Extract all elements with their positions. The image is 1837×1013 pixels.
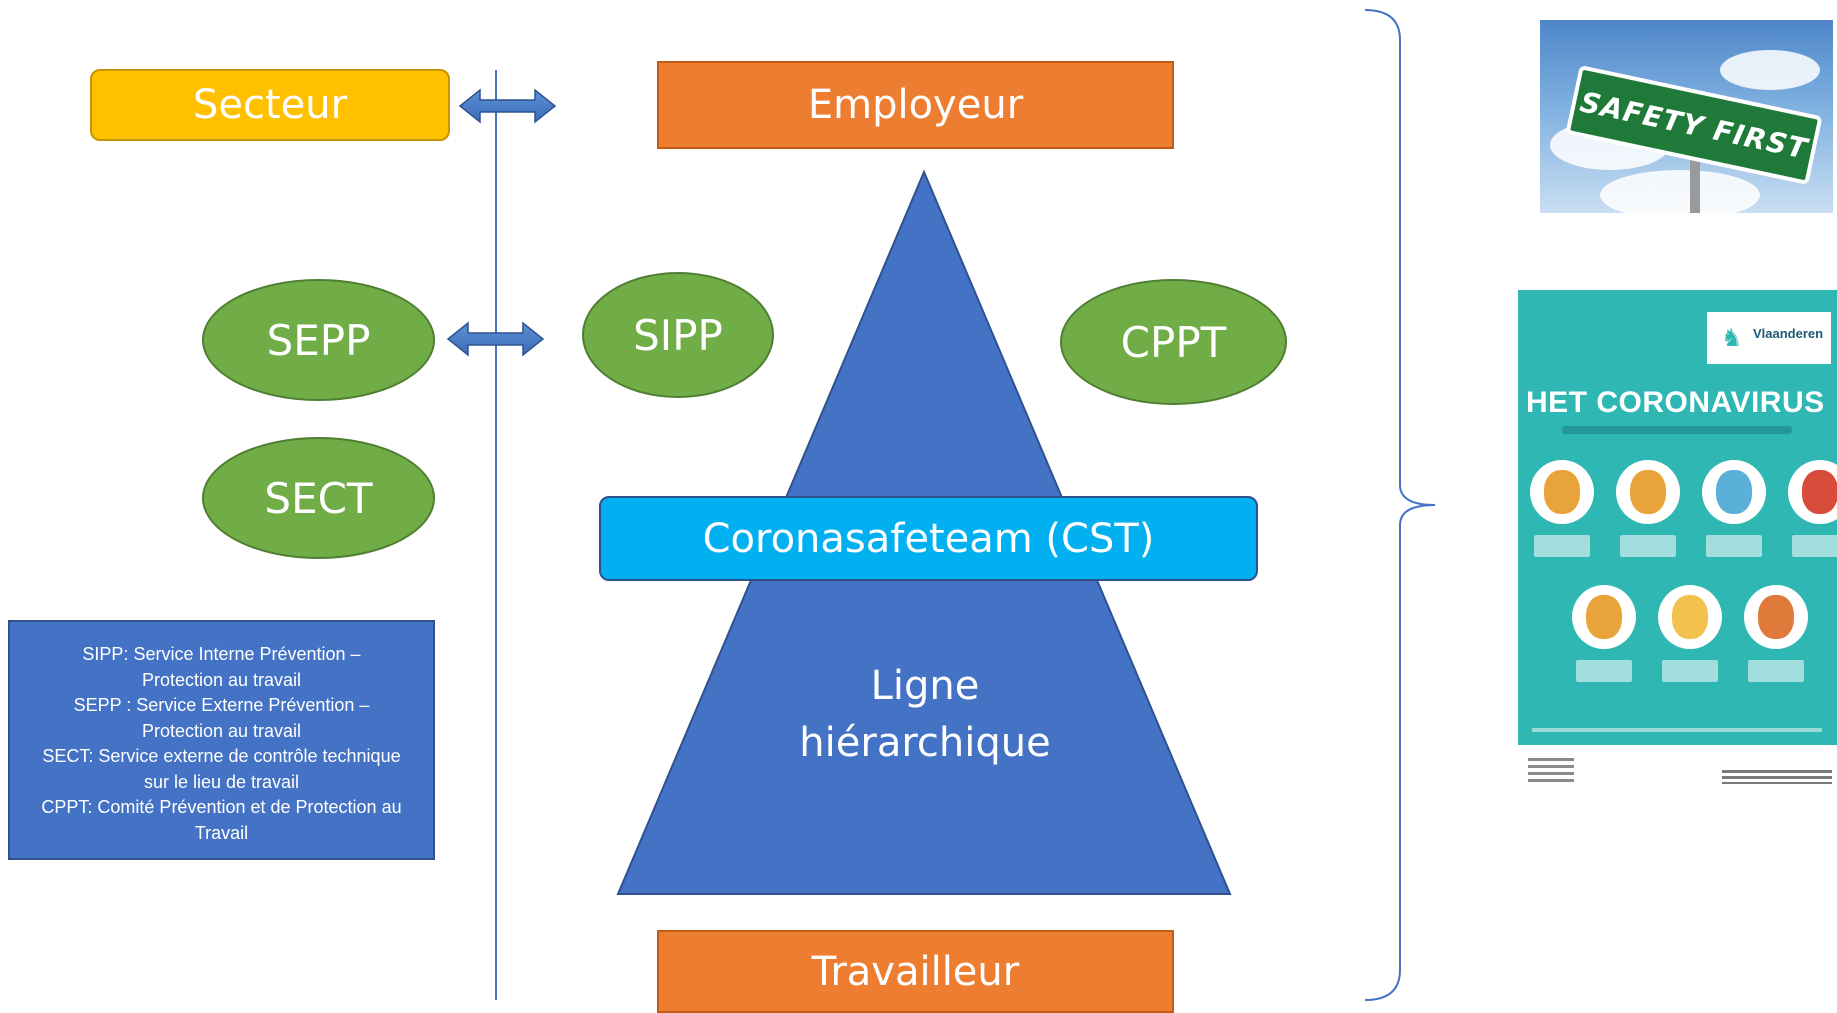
- double-arrow-secteur-employeur: [458, 88, 557, 124]
- poster-title: HET CORONAVIRUS: [1526, 386, 1825, 419]
- sepp-ellipse: SEPP: [202, 279, 435, 401]
- sign-post: [1690, 130, 1700, 213]
- legend-line: Protection au travail: [141, 669, 302, 690]
- pyramid-label-line2: hiérarchique: [799, 720, 1051, 766]
- lion-icon: ♞: [1721, 325, 1743, 352]
- safety-first-image: SAFETY FIRST: [1540, 20, 1833, 213]
- legend-box: SIPP: Service Interne Prévention – Prote…: [8, 620, 435, 860]
- cst-box: Coronasafeteam (CST): [599, 496, 1258, 581]
- legend-line: CPPT: Comité Prévention et de Protection…: [41, 797, 402, 817]
- pyramid-label: Ligne hiérarchique: [745, 658, 1105, 772]
- sipp-ellipse: SIPP: [582, 272, 774, 398]
- legend-line: Travail: [194, 822, 249, 843]
- legend-line: SEPP : Service Externe Prévention –: [73, 695, 370, 715]
- legend-line: SIPP: Service Interne Prévention –: [82, 644, 361, 664]
- travailleur-box: Travailleur: [657, 930, 1174, 1013]
- legend-line: Protection au travail: [141, 720, 302, 741]
- vlaanderen-logo: ♞ Vlaanderen: [1707, 312, 1831, 364]
- legend-line: SECT: Service externe de contrôle techni…: [42, 746, 401, 766]
- employeur-box: Employeur: [657, 61, 1174, 149]
- pyramid-label-line1: Ligne: [870, 663, 980, 709]
- right-bracket: [1364, 9, 1436, 1001]
- sect-ellipse: SECT: [202, 437, 435, 559]
- cppt-ellipse: CPPT: [1060, 279, 1287, 405]
- double-arrow-sepp-sipp: [446, 321, 545, 357]
- logo-text: Vlaanderen: [1753, 326, 1824, 341]
- legend-line: sur le lieu de travail: [143, 771, 300, 792]
- coronavirus-poster-image: ♞ Vlaanderen HET CORONAVIRUS: [1512, 290, 1837, 800]
- secteur-box: Secteur: [90, 69, 450, 141]
